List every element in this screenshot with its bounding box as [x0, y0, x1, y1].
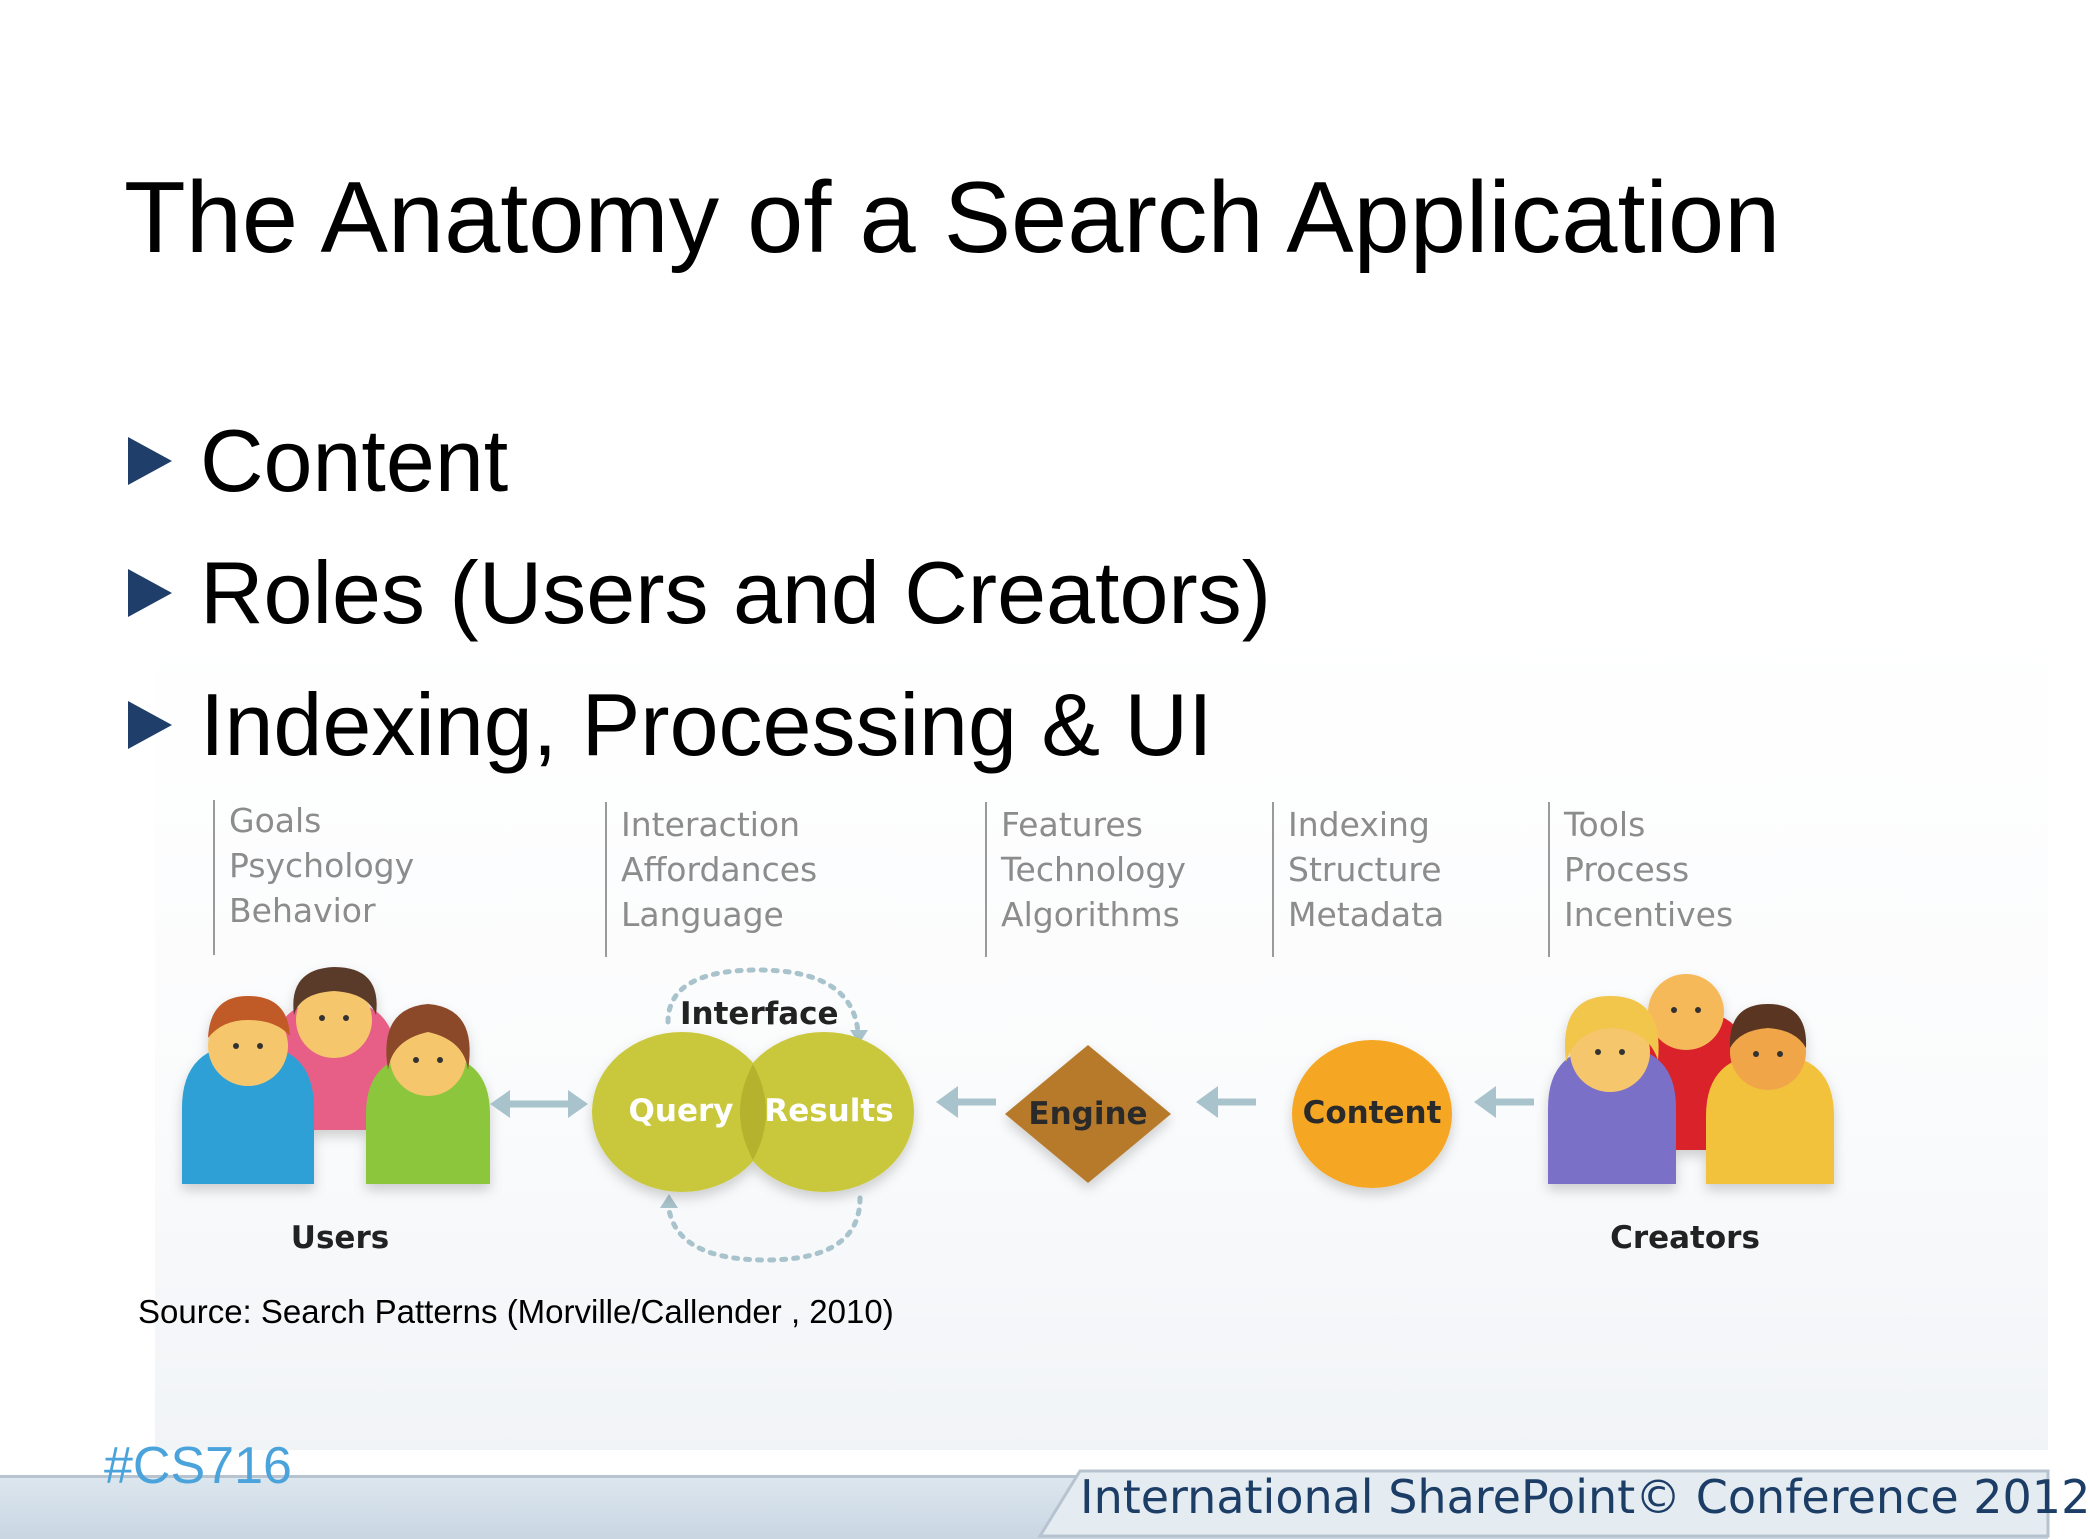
triangle-bullet-icon — [124, 563, 200, 623]
creators-people-icon — [1548, 974, 1834, 1184]
hashtag: #CS716 — [104, 1437, 292, 1495]
users-label: Users — [290, 1220, 390, 1256]
column-line: Algorithms — [1001, 895, 1180, 934]
column-line: Process — [1564, 850, 1690, 889]
query-results-circles — [592, 1032, 914, 1192]
column-line: Technology — [1001, 850, 1186, 889]
content-circle — [1292, 1040, 1452, 1188]
triangle-bullet-icon — [124, 695, 200, 755]
column-line: Behavior — [229, 891, 376, 930]
bullet-text: Indexing, Processing & UI — [200, 675, 1213, 774]
column-line: Indexing — [1288, 805, 1430, 844]
bullet-item: Roles (Users and Creators) — [124, 527, 1271, 659]
left-arrow-icon — [936, 1086, 996, 1118]
left-arrow-icon — [1196, 1086, 1256, 1118]
users-people-icon — [182, 967, 490, 1184]
column-line: Metadata — [1288, 895, 1445, 934]
triangle-bullet-icon — [124, 431, 200, 491]
left-arrow-icon — [1474, 1086, 1534, 1118]
footer-tab-shape — [1037, 1469, 2050, 1538]
content-label: Content — [1302, 1095, 1442, 1131]
interface-loop-icon — [665, 967, 863, 1263]
column-divider — [1272, 802, 1274, 957]
engine-diamond — [1005, 1045, 1171, 1183]
column-line: Language — [621, 895, 784, 934]
results-label: Results — [764, 1093, 894, 1129]
engine-label: Engine — [1028, 1096, 1148, 1132]
column-line: Tools — [1564, 805, 1646, 844]
column-divider — [605, 802, 607, 957]
column-line: Features — [1001, 805, 1143, 844]
creators-label: Creators — [1610, 1220, 1760, 1256]
bullet-list: Content Roles (Users and Creators) Index… — [124, 395, 1271, 791]
interface-label: Interface — [680, 996, 839, 1032]
column-divider — [985, 802, 987, 957]
double-arrow-icon — [490, 1090, 588, 1118]
column-divider — [1548, 802, 1550, 957]
column-divider — [213, 800, 215, 955]
bullet-item: Content — [124, 395, 1271, 527]
column-line: Interaction — [621, 805, 801, 844]
column-line: Psychology — [229, 846, 415, 885]
bullet-item: Indexing, Processing & UI — [124, 659, 1271, 791]
column-line: Goals — [229, 801, 322, 840]
bullet-text: Roles (Users and Creators) — [200, 543, 1271, 642]
column-line: Structure — [1288, 850, 1442, 889]
column-line: Incentives — [1564, 895, 1734, 934]
diagram-graphics — [182, 967, 1834, 1263]
slide-title: The Anatomy of a Search Application — [124, 162, 1781, 274]
query-label: Query — [628, 1093, 734, 1129]
conference-name: International SharePoint© Conference 201… — [1080, 1470, 2090, 1524]
search-anatomy-diagram: Goals Psychology Behavior Interaction Af… — [182, 800, 1834, 1263]
bullet-text: Content — [200, 411, 509, 510]
source-citation: Source: Search Patterns (Morville/Callen… — [138, 1293, 894, 1330]
column-line: Affordances — [621, 850, 818, 889]
